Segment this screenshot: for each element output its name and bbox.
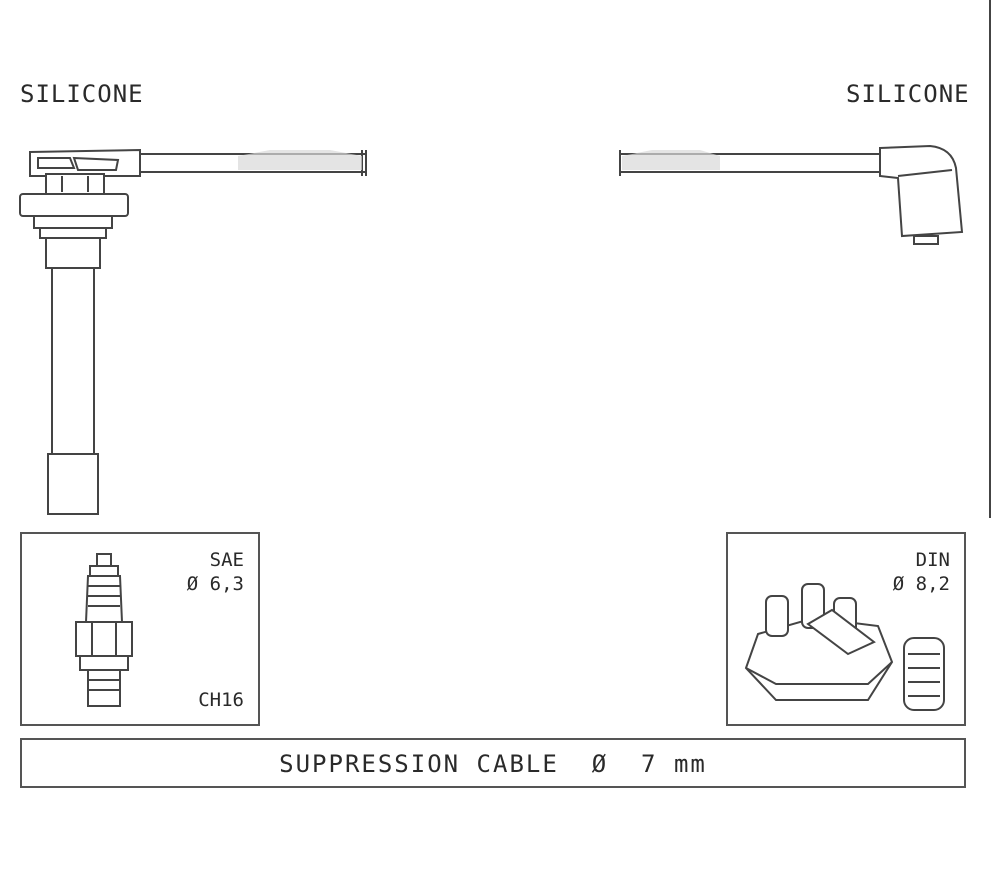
right-material-label: SILICONE [846,80,970,108]
din-diameter-label: Ø 8,2 [892,573,950,595]
sae-standard-label: SAE [209,549,244,571]
spark-plug-icon [75,553,133,707]
distributor-cap-icon [744,583,945,711]
cable-shading [238,150,720,170]
right-elbow-boot [879,144,964,245]
suppression-cable-caption: SUPPRESSION CABLE Ø 7 mm [279,750,707,778]
left-material-label: SILICONE [20,80,144,108]
spark-plug-box: SAE Ø 6,3 CH16 [20,532,260,726]
ch16-code-label: CH16 [198,689,244,711]
left-plug-boot [19,148,141,515]
caption-bar: SUPPRESSION CABLE Ø 7 mm [20,738,966,788]
din-standard-label: DIN [915,549,950,571]
sae-diameter-label: Ø 6,3 [186,573,244,595]
distributor-box: DIN Ø 8,2 [726,532,966,726]
